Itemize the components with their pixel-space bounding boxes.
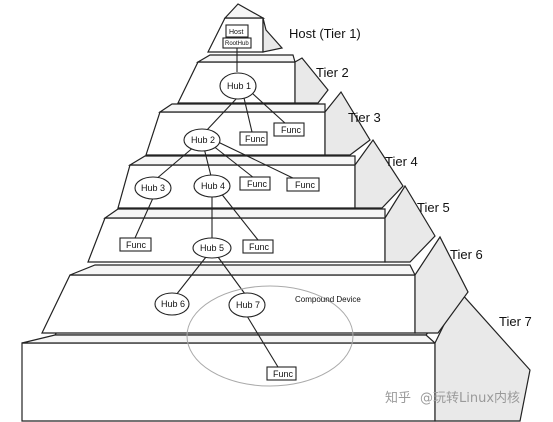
func-label: Func: [295, 180, 316, 190]
hub-6-label: Hub 6: [161, 299, 185, 309]
func-label: Func: [245, 134, 266, 144]
hub-2-node: Hub 2: [183, 128, 221, 152]
hub-6-node: Hub 6: [154, 292, 190, 316]
hub-2-label: Hub 2: [191, 135, 215, 145]
func-node: Func: [266, 366, 297, 381]
host-node: Host RootHub: [222, 24, 252, 49]
func-label: Func: [126, 240, 147, 250]
hub-5-label: Hub 5: [200, 243, 224, 253]
tier-label: Tier 5: [417, 200, 450, 215]
pyramid-layer-tier-5: [87, 184, 436, 263]
func-node: Func: [286, 177, 320, 192]
tier-label: Tier 3: [348, 110, 381, 125]
hub-3-node: Hub 3: [134, 176, 172, 200]
hub-3-label: Hub 3: [141, 183, 165, 193]
func-label: Func: [273, 369, 294, 379]
hub-4-node: Hub 4: [193, 174, 231, 198]
tier-label: Tier 4: [385, 154, 418, 169]
hub-7-label: Hub 7: [236, 300, 260, 310]
watermark-author: @玩转Linux内核: [420, 390, 520, 406]
func-node: Func: [239, 131, 268, 146]
func-node: Func: [239, 176, 271, 191]
roothub-label: RootHub: [225, 41, 249, 47]
func-label: Func: [281, 125, 302, 135]
tier-label: Tier 7: [499, 314, 532, 329]
func-node: Func: [119, 237, 152, 252]
tier-label: Host (Tier 1): [289, 26, 361, 41]
hub-4-label: Hub 4: [201, 181, 225, 191]
tier-label: Tier 6: [450, 247, 483, 262]
pyramid-layer-tier-4: [117, 138, 404, 209]
hub-5-node: Hub 5: [192, 237, 232, 259]
pyramid-layer-tier-6: [41, 235, 469, 334]
func-node: Func: [242, 239, 274, 254]
tier-label: Tier 2: [316, 65, 349, 80]
host-label: Host: [229, 29, 243, 36]
watermark-brand: 知乎: [385, 390, 411, 406]
func-label: Func: [249, 242, 270, 252]
hub-1-node: Hub 1: [219, 72, 257, 100]
hub-1-label: Hub 1: [227, 81, 251, 91]
connection-lines: [134, 48, 298, 368]
compound-device-label: Compound Device: [295, 295, 361, 304]
hub-7-node: Hub 7: [228, 292, 266, 318]
func-node: Func: [273, 122, 305, 137]
compound-device-outline: [186, 285, 354, 387]
func-label: Func: [247, 179, 268, 189]
